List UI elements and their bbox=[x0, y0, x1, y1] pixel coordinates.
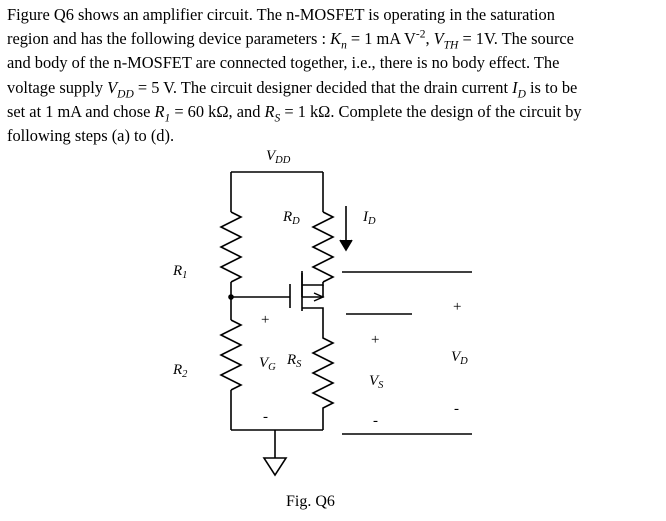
r2-label: R2 bbox=[172, 362, 188, 380]
vg-label: VG bbox=[259, 355, 276, 373]
ground-symbol bbox=[262, 457, 288, 477]
figure-caption: Fig. Q6 bbox=[286, 493, 335, 510]
rd-label: RD bbox=[282, 209, 300, 227]
problem-line-4: voltage supply VDD = 5 V. The circuit de… bbox=[7, 77, 578, 100]
vdd-label: VDD bbox=[266, 148, 291, 166]
vd-label: VD bbox=[451, 349, 468, 367]
id-label: ID bbox=[362, 209, 376, 227]
vs-minus: - bbox=[373, 413, 378, 429]
rd-resistor bbox=[311, 211, 335, 283]
mosfet-drain bbox=[301, 273, 324, 297]
problem-line-2: region and has the following device para… bbox=[7, 28, 574, 52]
vs-label: VS bbox=[369, 373, 384, 391]
problem-statement: Figure Q6 shows an amplifier circuit. Th… bbox=[7, 3, 663, 148]
problem-line-1: Figure Q6 shows an amplifier circuit. Th… bbox=[7, 5, 555, 24]
vd-plus: + bbox=[453, 299, 461, 315]
problem-line-3: and body of the n-MOSFET are connected t… bbox=[7, 53, 560, 73]
vd-minus: - bbox=[454, 401, 459, 417]
rs-label: RS bbox=[286, 352, 302, 370]
r1-resistor bbox=[219, 211, 243, 283]
problem-line-6: following steps (a) to (d). bbox=[7, 126, 175, 146]
problem-line-5: set at 1 mA and chose R1 = 60 kΩ, and RS… bbox=[7, 101, 582, 125]
r2-resistor bbox=[219, 319, 243, 391]
vg-minus: - bbox=[263, 409, 268, 425]
vg-plus: + bbox=[261, 312, 269, 328]
vs-plus: + bbox=[371, 332, 379, 348]
r1-label: R1 bbox=[172, 263, 187, 281]
id-arrow-head bbox=[339, 239, 353, 252]
mosfet-source bbox=[302, 307, 324, 318]
rs-resistor bbox=[311, 318, 335, 430]
mosfet-arrow bbox=[313, 292, 325, 302]
